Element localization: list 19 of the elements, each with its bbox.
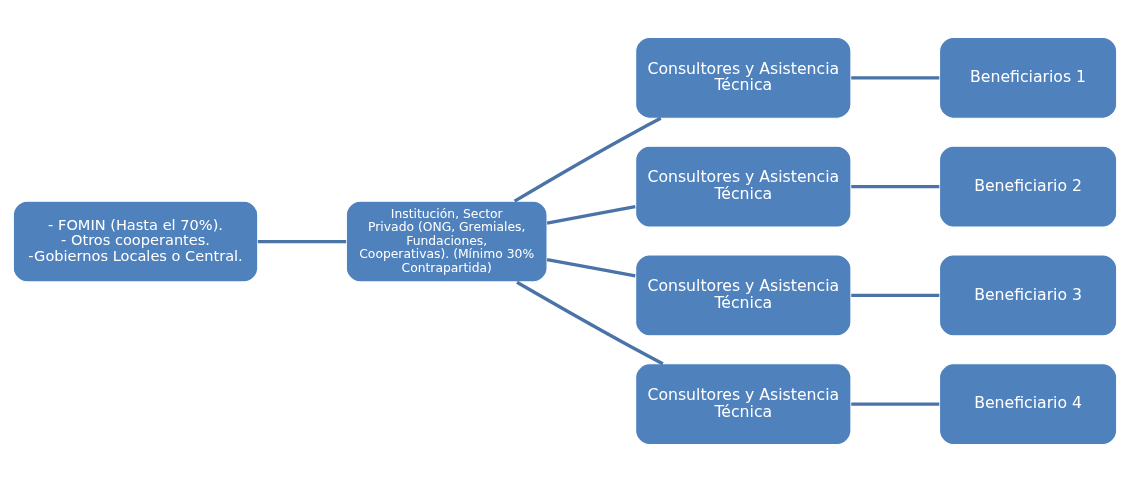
- node-box: Consultores y Asistencia Técnica: [635, 145, 852, 228]
- node-box: - FOMIN (Hasta el 70%). - Otros cooperantes. -Gobiernos Locales o Central.: [12, 200, 259, 283]
- connector: [546, 258, 636, 278]
- node-box: Beneficiario 3: [938, 254, 1118, 337]
- node-box: Institución, Sector Privado (ONG, Gremiales, Fundaciones, Cooperativas). (Mínimo 30% Contrapartida): [345, 200, 548, 283]
- node-box: Beneficiario 4: [938, 363, 1118, 446]
- connector: [851, 184, 940, 189]
- connector: [851, 402, 940, 406]
- node-box: Beneficiarios 1: [938, 36, 1118, 119]
- node-box: Consultores y Asistencia Técnica: [635, 36, 852, 119]
- connector: [546, 204, 636, 225]
- node-box: Consultores y Asistencia Técnica: [635, 363, 852, 446]
- connector: [257, 239, 347, 244]
- connector: [516, 280, 664, 366]
- node-box: Beneficiario 2: [938, 145, 1118, 228]
- connector: [851, 76, 940, 80]
- node-box: Consultores y Asistencia Técnica: [635, 254, 852, 337]
- connector: [513, 116, 662, 203]
- connector: [851, 293, 940, 298]
